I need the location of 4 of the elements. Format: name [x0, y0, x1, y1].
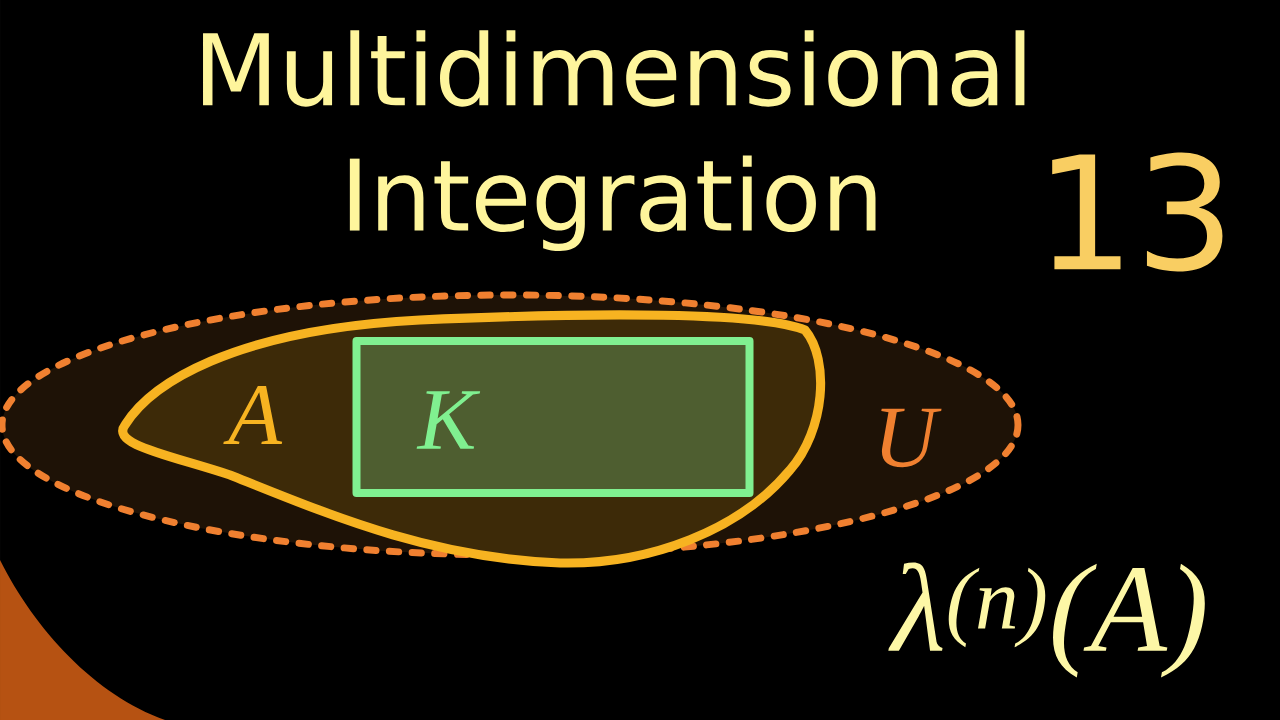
title: Multidimensional Integration [203, 30, 1025, 252]
math-formula: λ$^{(n)}$(A) [888, 562, 1205, 678]
episode-number: 13 [1052, 152, 1223, 272]
rectangle-region: K [352, 337, 754, 497]
